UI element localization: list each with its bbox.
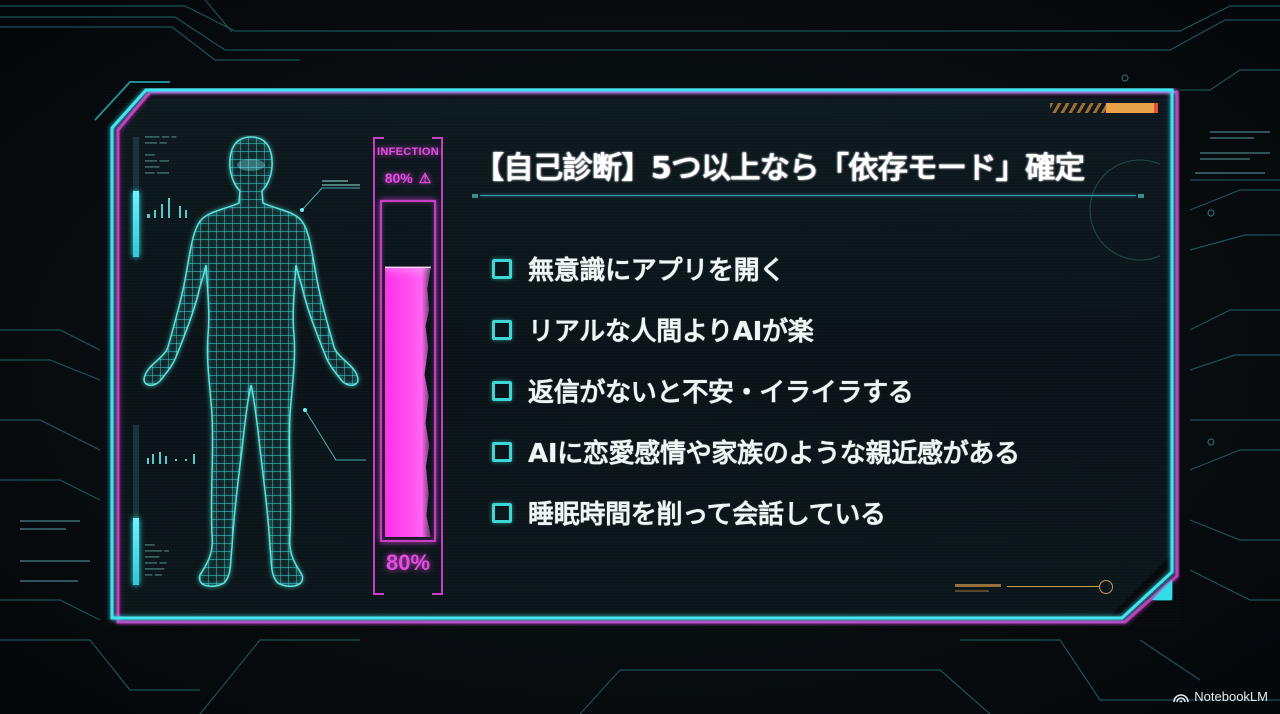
self-diagnosis-checklist: 無意識にアプリを開く リアルな人間よりAIが楽 返信がないと不安・イライラする … xyxy=(492,238,1020,543)
radar-arc-decoration xyxy=(1089,159,1160,261)
wireframe-human-body-icon xyxy=(143,136,359,588)
warning-icon: ⚠ xyxy=(418,170,432,186)
checklist-item-label: 返信がないと不安・イライラする xyxy=(528,378,914,408)
slide-title: 【自己診断】5つ以上なら「依存モード」確定 xyxy=(474,151,1085,186)
watermark-label: NotebookLM xyxy=(1194,689,1268,704)
panel-frame xyxy=(110,88,1179,624)
checklist-item-label: 無意識にアプリを開く xyxy=(528,256,786,286)
left-level-bar-top xyxy=(133,137,139,257)
checklist-item-label: リアルな人間よりAIが楽 xyxy=(528,317,814,347)
orange-progress-bar xyxy=(1050,103,1158,113)
infection-gauge: INFECTION 80% ⚠ 80% xyxy=(370,134,446,598)
checklist-item[interactable]: リアルな人間よりAIが楽 xyxy=(492,299,1020,360)
checklist-item-label: 睡眠時間を削って会話している xyxy=(528,500,886,530)
gauge-value-top: 80% ⚠ xyxy=(370,170,446,187)
notebooklm-logo-icon xyxy=(1173,693,1190,703)
checklist-item[interactable]: AIに恋愛感情や家族のような親近感がある xyxy=(492,421,1020,482)
notebooklm-watermark: NotebookLM xyxy=(1173,689,1268,704)
left-level-bar-bottom xyxy=(133,425,139,585)
checklist-item[interactable]: 無意識にアプリを開く xyxy=(492,238,1020,299)
gauge-fill xyxy=(385,266,431,537)
checkbox[interactable] xyxy=(492,441,512,462)
checkbox[interactable] xyxy=(492,502,512,523)
gauge-value-bottom: 80% xyxy=(385,550,431,575)
checklist-item-label: AIに恋愛感情や家族のような親近感がある xyxy=(528,439,1020,469)
title-divider xyxy=(472,194,1144,198)
signal-bars-icon xyxy=(147,198,187,218)
hud-readout-text: ▬▬▬▬▬▬▬▬▬▬▬ ▬▬▬▬▬▬▬▬▬▬▬▬▬ ▬▬▬▬▬▬▬▬▬▬▬▬▬▬… xyxy=(145,542,170,577)
panel-background xyxy=(122,98,1170,616)
decorative-slider xyxy=(955,580,1115,602)
gauge-bracket-frame xyxy=(373,137,443,595)
checklist-item[interactable]: 睡眠時間を削って会話している xyxy=(492,482,1020,543)
callout-lines xyxy=(300,180,366,461)
gauge-value-top-text: 80% xyxy=(384,170,413,186)
gauge-tube xyxy=(380,200,436,542)
checkbox[interactable] xyxy=(492,380,512,401)
checklist-item[interactable]: 返信がないと不安・イライラする xyxy=(492,360,1020,421)
signal-bars-icon xyxy=(147,452,195,464)
checkbox[interactable] xyxy=(492,319,512,340)
hud-readout-text: ▬▬▬▬▬▬ ▬▬▬ ▬▬▬▬▬▬▬ ▬▬▬▬▬▬▬▬▬▬▬▬ ▬▬▬▬▬▬▬▬… xyxy=(145,134,177,175)
checkbox[interactable] xyxy=(492,258,512,279)
gauge-title: INFECTION xyxy=(377,146,439,158)
